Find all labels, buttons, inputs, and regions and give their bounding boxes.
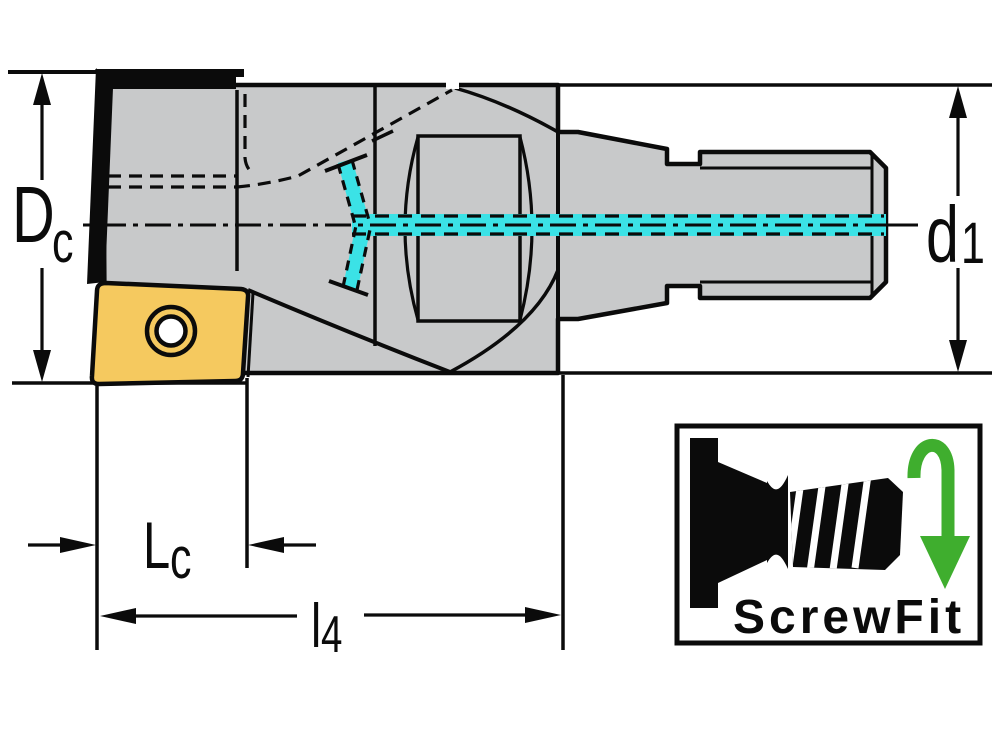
d1-arrow-down — [949, 340, 967, 372]
dc-arrow-up — [33, 73, 51, 105]
insert-screw-hole-outer — [144, 304, 198, 358]
coolant-channel-branch-lower — [342, 221, 372, 291]
dimension-l4: l 4 — [100, 591, 561, 663]
lc-label-symbol: L — [143, 509, 170, 583]
dc-arrow-down — [33, 350, 51, 382]
lc-arrow-left — [60, 537, 96, 553]
screw-neck — [767, 475, 788, 569]
screw-flange — [690, 438, 718, 608]
thread-stripe-4 — [851, 478, 873, 569]
l4-label-symbol: l — [311, 591, 321, 660]
branch-lower-cap-line — [328, 279, 369, 297]
l4-arrow-left — [100, 608, 136, 624]
dimension-lc: L c — [28, 509, 316, 591]
cutting-edge-and-insert — [87, 68, 251, 387]
branch-upper-cap-line — [324, 153, 368, 173]
hidden-line-diagonal — [236, 88, 453, 189]
dimension-d1: d 1 — [926, 86, 985, 372]
branch-upper-edge-right — [350, 159, 372, 225]
d1-label-symbol: d — [926, 189, 959, 279]
front-cutting-edge-land — [87, 68, 113, 284]
flute-curve-top — [454, 86, 559, 134]
l4-arrow-right — [525, 607, 561, 623]
pocket-back-line — [246, 292, 255, 378]
dc-label-symbol: D — [12, 169, 55, 259]
d1-label-subscript: 1 — [961, 211, 985, 276]
dc-label-subscript: c — [52, 210, 73, 275]
rotation-arrow-arc — [907, 438, 955, 540]
dimension-dc: D c — [12, 73, 73, 382]
rotation-arrow-head — [920, 536, 970, 589]
l4-label-subscript: 4 — [321, 605, 342, 663]
branch-upper-spur-line — [371, 129, 394, 143]
hidden-line-vertical — [243, 94, 255, 176]
branch-lower-edge-right — [355, 224, 373, 291]
screwfit-logo-text: ScrewFit — [733, 591, 965, 644]
coolant-channel-branch-upper — [337, 159, 371, 229]
branch-lower-edge-left — [341, 220, 359, 288]
branch-upper-edge-left — [336, 163, 358, 229]
d1-arrow-up — [949, 86, 967, 118]
screwfit-screw-icon — [690, 438, 903, 608]
insert-screw-hole-inner — [154, 314, 188, 348]
screw-cone — [718, 462, 767, 583]
coolant-branch-edges — [336, 159, 373, 291]
top-edge-notch — [446, 80, 459, 89]
top-cutting-edge-land — [95, 69, 244, 89]
flute-curve-back — [449, 269, 560, 374]
flute-curve-lower — [247, 288, 451, 374]
lc-arrow-right — [248, 537, 284, 553]
coolant-hole-edges — [352, 214, 884, 236]
screwfit-logo-box: ScrewFit — [674, 423, 983, 646]
hidden-lines — [108, 88, 453, 189]
extension-lines — [8, 70, 992, 650]
thread-stripe-2 — [806, 478, 828, 570]
thread-stripe-3 — [829, 478, 851, 570]
lc-label-subscript: c — [170, 526, 191, 591]
rotation-arrow-icon — [907, 438, 970, 589]
